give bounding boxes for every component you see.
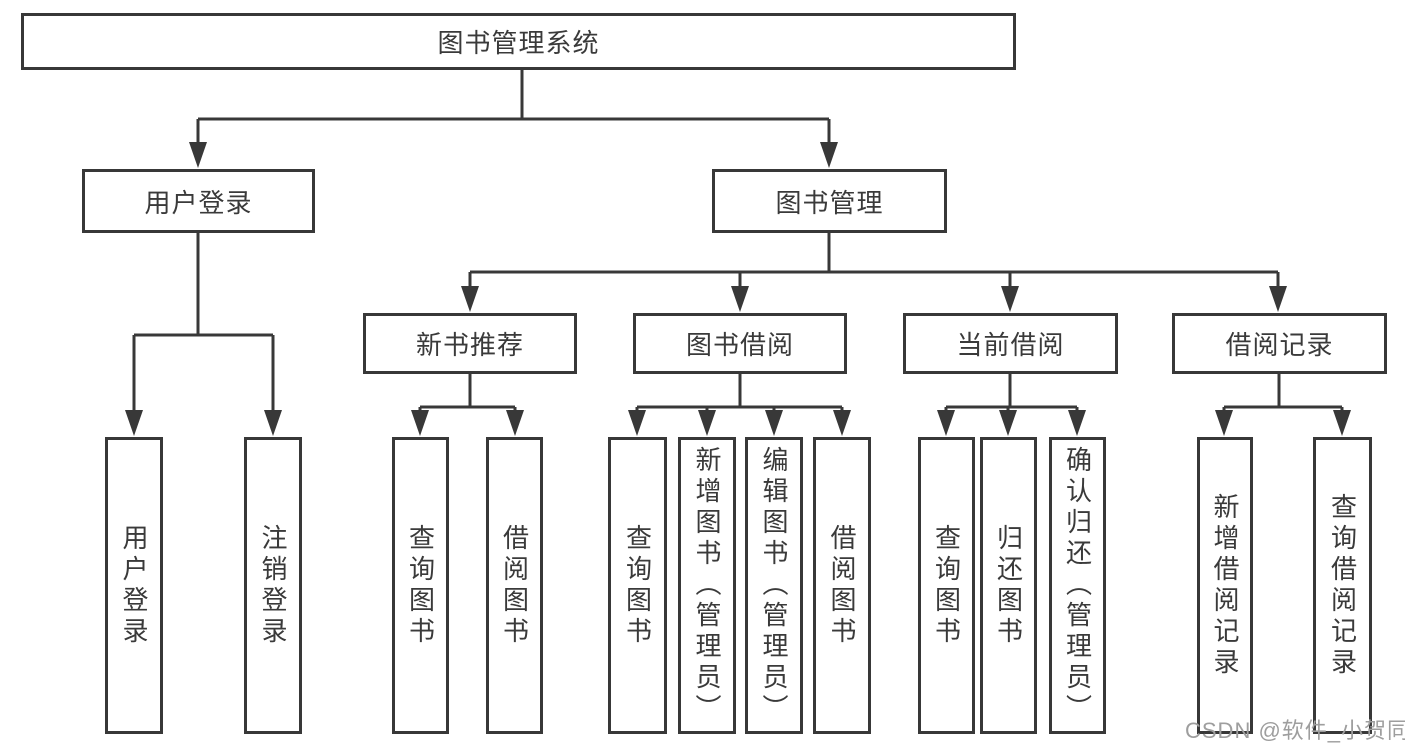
node-user-login-label: 用户登录 — [144, 187, 253, 218]
leaf-borrow-books-recommend-label: 借阅图书 — [499, 523, 530, 648]
leaf-add-books-admin-label: 新增图书（管理员） — [692, 446, 722, 725]
leaf-user-login-label: 用户登录 — [119, 523, 149, 648]
node-root-system: 图书管理系统 — [21, 13, 1016, 70]
node-borrowing-records-label: 借阅记录 — [1225, 330, 1334, 360]
node-book-borrowing: 图书借阅 — [633, 313, 847, 374]
node-current-borrowing: 当前借阅 — [903, 313, 1118, 374]
leaf-return-books: 归还图书 — [980, 437, 1037, 734]
leaf-logout: 注销登录 — [244, 437, 302, 734]
leaf-query-books-recommend: 查询图书 — [392, 437, 449, 734]
leaf-confirm-return-admin: 确认归还（管理员） — [1049, 437, 1106, 734]
leaf-query-books-recommend-label: 查询图书 — [405, 523, 436, 648]
leaf-user-login: 用户登录 — [105, 437, 163, 734]
node-root-system-label: 图书管理系统 — [437, 28, 600, 58]
leaf-query-books-current: 查询图书 — [918, 437, 975, 734]
node-new-book-recommend-label: 新书推荐 — [415, 330, 524, 360]
leaf-logout-label: 注销登录 — [258, 523, 288, 648]
leaf-edit-books-admin: 编辑图书（管理员） — [745, 437, 803, 734]
csdn-watermark: CSDN @软件_小贺同学 — [1185, 718, 1405, 743]
leaf-return-books-label: 归还图书 — [993, 523, 1024, 648]
leaf-query-borrow-record: 查询借阅记录 — [1313, 437, 1372, 734]
leaf-query-books-borrowing: 查询图书 — [608, 437, 667, 734]
arrowheads — [125, 142, 1351, 436]
leaf-query-borrow-record-label: 查询借阅记录 — [1327, 492, 1358, 679]
leaf-add-books-admin: 新增图书（管理员） — [678, 437, 736, 734]
node-borrowing-records: 借阅记录 — [1172, 313, 1387, 374]
node-user-login: 用户登录 — [82, 169, 315, 233]
leaf-edit-books-admin-label: 编辑图书（管理员） — [759, 446, 789, 725]
leaf-query-books-current-label: 查询图书 — [931, 523, 962, 648]
leaf-add-borrow-record-label: 新增借阅记录 — [1210, 492, 1240, 679]
leaf-borrow-books-borrowing: 借阅图书 — [813, 437, 871, 734]
leaf-confirm-return-admin-label: 确认归还（管理员） — [1062, 446, 1093, 725]
node-new-book-recommend: 新书推荐 — [363, 313, 577, 374]
leaf-add-borrow-record: 新增借阅记录 — [1197, 437, 1253, 734]
node-book-management-label: 图书管理 — [775, 187, 884, 218]
node-book-borrowing-label: 图书借阅 — [685, 330, 794, 360]
leaf-query-books-borrowing-label: 查询图书 — [622, 523, 653, 648]
node-book-management: 图书管理 — [712, 169, 947, 233]
node-current-borrowing-label: 当前借阅 — [956, 330, 1065, 360]
leaf-borrow-books-recommend: 借阅图书 — [486, 437, 543, 734]
leaf-borrow-books-borrowing-label: 借阅图书 — [827, 523, 857, 648]
